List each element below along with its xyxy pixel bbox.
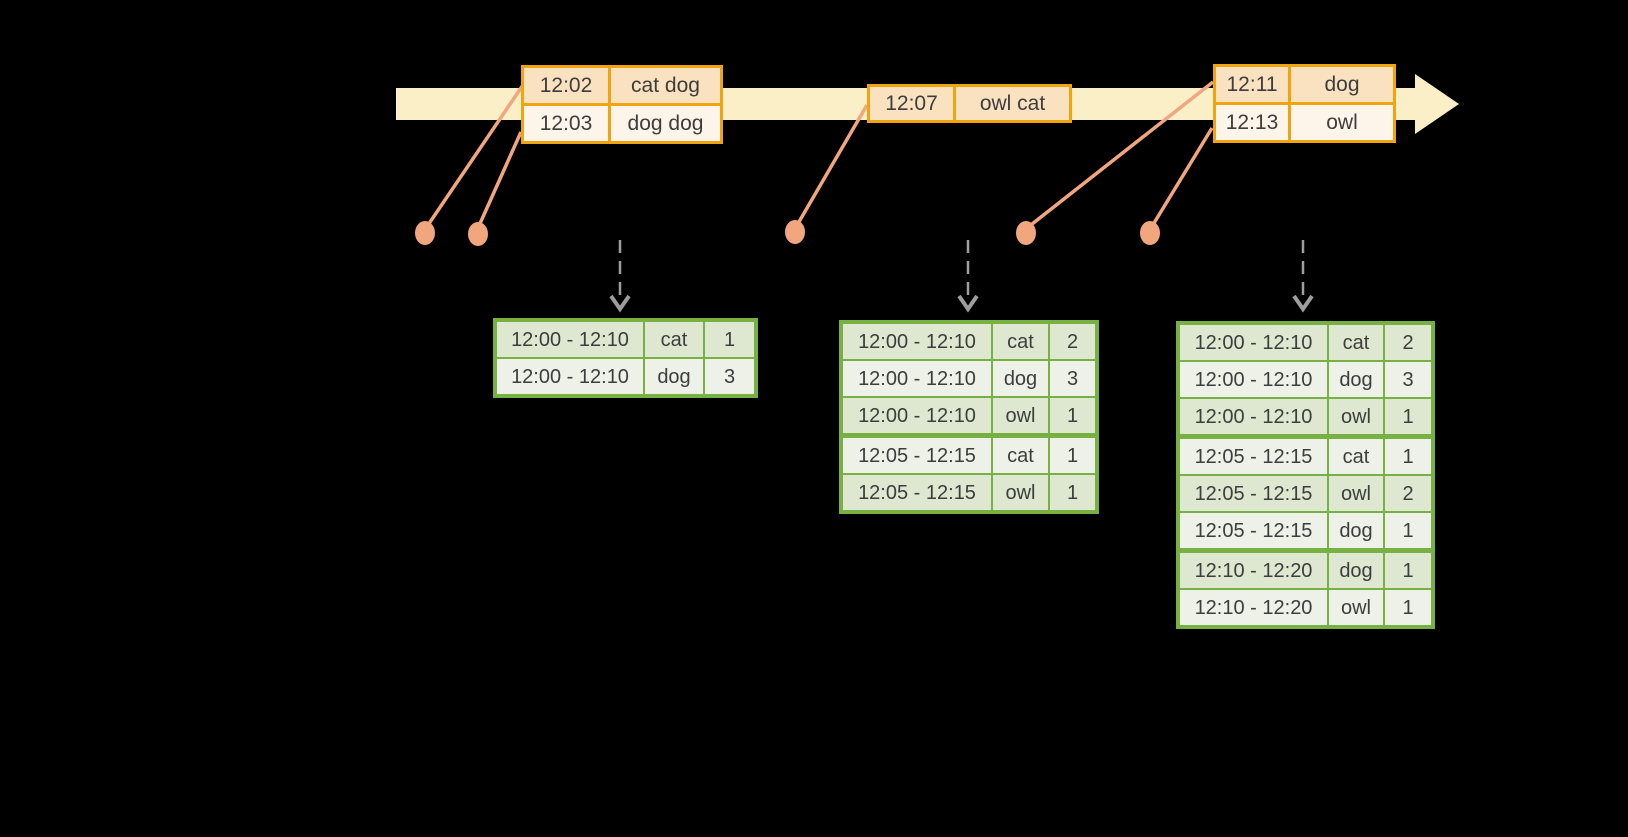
window-cell: 12:00 - 12:10 <box>1180 325 1327 360</box>
result-row: 12:05 - 12:15 cat 1 <box>843 438 1095 473</box>
event-row: 12:11 dog <box>1216 67 1393 102</box>
count-cell: 1 <box>1050 438 1095 473</box>
event-table-3: 12:11 dog 12:13 owl <box>1213 64 1396 143</box>
word-cell: cat <box>1329 325 1383 360</box>
event-row: 12:02 cat dog <box>524 68 720 103</box>
result-table-2: 12:00 - 12:10 cat 2 12:00 - 12:10 dog 3 … <box>839 320 1099 514</box>
word-cell: dog <box>993 361 1048 396</box>
window-cell: 12:00 - 12:10 <box>1180 399 1327 434</box>
event-table-2: 12:07 owl cat <box>867 84 1072 123</box>
event-dot <box>1016 221 1036 245</box>
result-row: 12:05 - 12:15 owl 2 <box>1180 476 1431 511</box>
count-cell: 3 <box>705 359 754 394</box>
result-table-3: 12:00 - 12:10 cat 2 12:00 - 12:10 dog 3 … <box>1176 321 1435 629</box>
result-row: 12:00 - 12:10 dog 3 <box>1180 362 1431 397</box>
window-cell: 12:05 - 12:15 <box>1180 439 1327 474</box>
window-cell: 12:10 - 12:20 <box>1180 553 1327 588</box>
result-table-1: 12:00 - 12:10 cat 1 12:00 - 12:10 dog 3 <box>493 318 758 398</box>
result-row: 12:00 - 12:10 cat 2 <box>843 324 1095 359</box>
event-connector-line <box>1025 80 1215 230</box>
window-cell: 12:00 - 12:10 <box>497 359 643 394</box>
result-row: 12:10 - 12:20 dog 1 <box>1180 553 1431 588</box>
count-cell: 1 <box>1385 399 1431 434</box>
count-cell: 1 <box>1050 475 1095 510</box>
window-cell: 12:05 - 12:15 <box>843 438 991 473</box>
event-connector-line <box>794 104 869 228</box>
window-cell: 12:05 - 12:15 <box>843 475 991 510</box>
result-row: 12:00 - 12:10 owl 1 <box>1180 399 1431 434</box>
result-row: 12:10 - 12:20 owl 1 <box>1180 590 1431 625</box>
result-row: 12:00 - 12:10 dog 3 <box>497 359 754 394</box>
word-cell: owl <box>1329 399 1383 434</box>
trigger-arrowhead-icon <box>957 294 979 313</box>
window-cell: 12:10 - 12:20 <box>1180 590 1327 625</box>
event-time: 12:07 <box>870 87 953 120</box>
event-words: owl <box>1291 105 1393 140</box>
window-cell: 12:00 - 12:10 <box>843 324 991 359</box>
result-row: 12:00 - 12:10 owl 1 <box>843 398 1095 433</box>
event-time: 12:13 <box>1216 105 1288 140</box>
event-row: 12:13 owl <box>1216 105 1393 140</box>
event-dot <box>415 221 435 245</box>
count-cell: 1 <box>1385 553 1431 588</box>
word-cell: dog <box>1329 362 1383 397</box>
event-words: cat dog <box>611 68 720 103</box>
count-cell: 1 <box>705 322 754 357</box>
count-cell: 3 <box>1385 362 1431 397</box>
word-cell: cat <box>993 324 1048 359</box>
event-connector-line <box>1149 127 1214 229</box>
result-row: 12:05 - 12:15 cat 1 <box>1180 439 1431 474</box>
result-row: 12:00 - 12:10 cat 2 <box>1180 325 1431 360</box>
event-words: owl cat <box>956 87 1069 120</box>
word-cell: owl <box>993 398 1048 433</box>
result-row: 12:05 - 12:15 dog 1 <box>1180 513 1431 548</box>
event-words: dog dog <box>611 106 720 141</box>
timeline-arrowhead-icon <box>1415 74 1459 134</box>
window-cell: 12:05 - 12:15 <box>1180 476 1327 511</box>
event-row: 12:03 dog dog <box>524 106 720 141</box>
result-row: 12:00 - 12:10 dog 3 <box>843 361 1095 396</box>
word-cell: dog <box>645 359 703 394</box>
window-cell: 12:00 - 12:10 <box>1180 362 1327 397</box>
event-connector-line <box>424 84 525 229</box>
word-cell: owl <box>993 475 1048 510</box>
count-cell: 1 <box>1050 398 1095 433</box>
count-cell: 2 <box>1050 324 1095 359</box>
event-time: 12:03 <box>524 106 608 141</box>
word-cell: owl <box>1329 590 1383 625</box>
count-cell: 3 <box>1050 361 1095 396</box>
event-row: 12:07 owl cat <box>870 87 1069 120</box>
count-cell: 1 <box>1385 439 1431 474</box>
result-row: 12:00 - 12:10 cat 1 <box>497 322 754 357</box>
window-cell: 12:00 - 12:10 <box>843 398 991 433</box>
count-cell: 1 <box>1385 590 1431 625</box>
window-cell: 12:00 - 12:10 <box>843 361 991 396</box>
word-cell: cat <box>1329 439 1383 474</box>
event-dot <box>785 220 805 244</box>
count-cell: 2 <box>1385 476 1431 511</box>
count-cell: 2 <box>1385 325 1431 360</box>
result-row: 12:05 - 12:15 owl 1 <box>843 475 1095 510</box>
event-table-1: 12:02 cat dog 12:03 dog dog <box>521 65 723 144</box>
trigger-arrowhead-icon <box>609 294 631 313</box>
event-dot <box>1140 221 1160 245</box>
window-cell: 12:05 - 12:15 <box>1180 513 1327 548</box>
trigger-arrowhead-icon <box>1292 294 1314 313</box>
word-cell: cat <box>645 322 703 357</box>
word-cell: dog <box>1329 553 1383 588</box>
word-cell: cat <box>993 438 1048 473</box>
word-cell: dog <box>1329 513 1383 548</box>
window-cell: 12:00 - 12:10 <box>497 322 643 357</box>
count-cell: 1 <box>1385 513 1431 548</box>
event-time: 12:02 <box>524 68 608 103</box>
word-cell: owl <box>1329 476 1383 511</box>
event-time: 12:11 <box>1216 67 1288 102</box>
event-words: dog <box>1291 67 1393 102</box>
event-connector-line <box>476 131 523 229</box>
event-dot <box>468 222 488 246</box>
